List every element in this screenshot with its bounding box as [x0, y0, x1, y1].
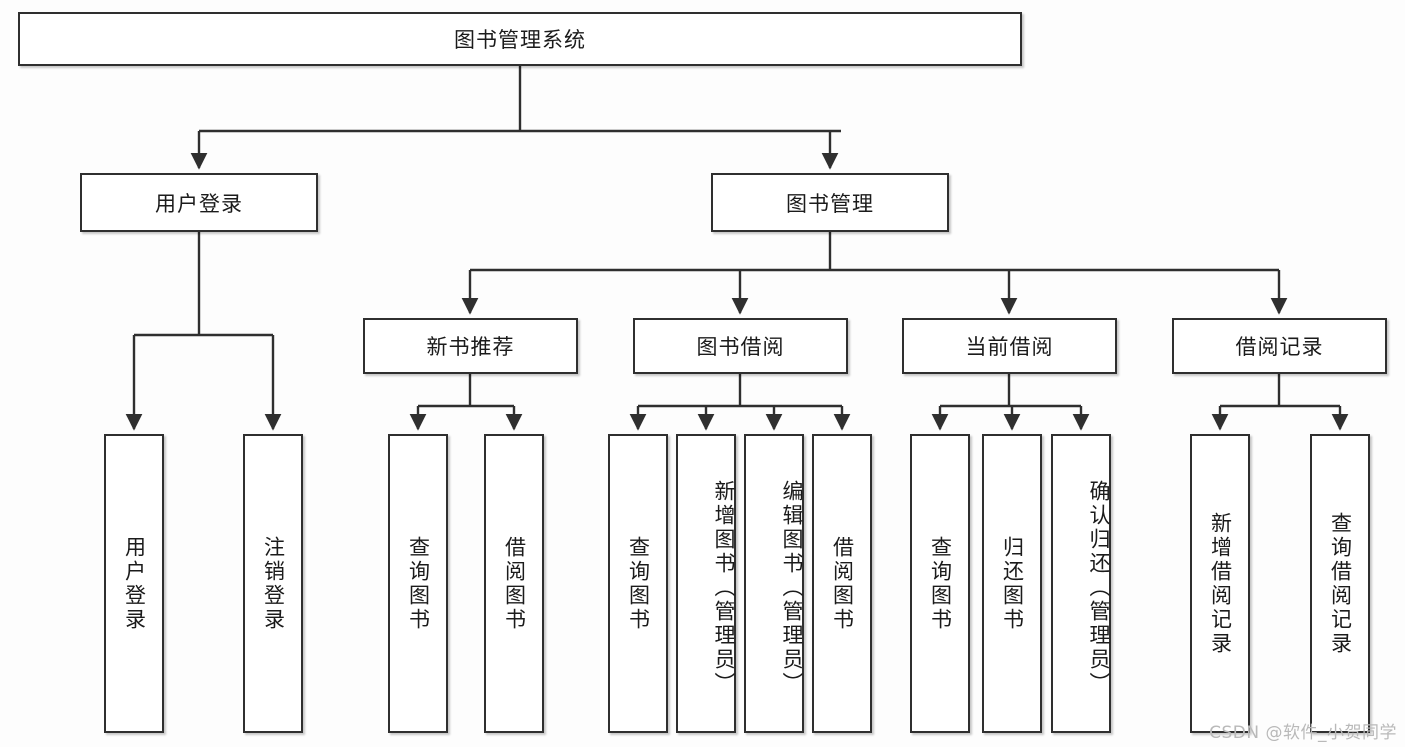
node-current-borrow-label: 当前借阅 — [965, 335, 1054, 359]
node-leaf-query-record-label: 查询借阅记录 — [1328, 511, 1353, 656]
node-leaf-edit-book-label: 编辑图书（管理员） — [780, 479, 804, 696]
node-leaf-borrow-book-1-label: 借阅图书 — [502, 535, 527, 632]
node-leaf-logout[interactable]: 注销登录 — [243, 434, 303, 733]
node-leaf-edit-book[interactable]: 编辑图书（管理员） — [744, 434, 804, 733]
node-leaf-borrow-book-2[interactable]: 借阅图书 — [812, 434, 872, 733]
node-user-login[interactable]: 用户登录 — [80, 173, 318, 232]
node-leaf-borrow-book-2-label: 借阅图书 — [830, 535, 855, 632]
node-leaf-confirm-return[interactable]: 确认归还（管理员） — [1051, 434, 1111, 733]
node-leaf-query-book-2[interactable]: 查询图书 — [608, 434, 668, 733]
node-borrow-record[interactable]: 借阅记录 — [1172, 318, 1387, 374]
node-user-login-label: 用户登录 — [155, 191, 243, 216]
node-leaf-user-login[interactable]: 用户登录 — [104, 434, 164, 733]
node-leaf-query-book-1[interactable]: 查询图书 — [388, 434, 448, 733]
node-leaf-query-book-2-label: 查询图书 — [626, 535, 651, 632]
node-leaf-query-book-3[interactable]: 查询图书 — [910, 434, 970, 733]
node-new-book-rec-label: 新书推荐 — [426, 335, 515, 359]
node-leaf-add-book[interactable]: 新增图书（管理员） — [676, 434, 736, 733]
node-current-borrow[interactable]: 当前借阅 — [902, 318, 1117, 374]
node-book-manage[interactable]: 图书管理 — [711, 173, 949, 232]
node-leaf-borrow-book-1[interactable]: 借阅图书 — [484, 434, 544, 733]
node-borrow-record-label: 借阅记录 — [1235, 335, 1324, 359]
node-root[interactable]: 图书管理系统 — [18, 12, 1022, 66]
node-leaf-confirm-return-label: 确认归还（管理员） — [1087, 479, 1111, 696]
node-leaf-user-login-label: 用户登录 — [122, 535, 147, 632]
node-leaf-query-book-3-label: 查询图书 — [928, 535, 953, 632]
node-leaf-add-book-label: 新增图书（管理员） — [712, 479, 736, 696]
node-leaf-query-record[interactable]: 查询借阅记录 — [1310, 434, 1370, 733]
node-new-book-rec[interactable]: 新书推荐 — [363, 318, 578, 374]
node-book-borrow[interactable]: 图书借阅 — [633, 318, 848, 374]
node-leaf-return-book[interactable]: 归还图书 — [982, 434, 1042, 733]
watermark: CSDN @软件_小贺同学 — [1209, 723, 1397, 743]
node-leaf-add-record[interactable]: 新增借阅记录 — [1190, 434, 1250, 733]
node-leaf-return-book-label: 归还图书 — [1000, 535, 1025, 632]
node-book-borrow-label: 图书借阅 — [696, 335, 785, 359]
node-book-manage-label: 图书管理 — [786, 191, 874, 216]
node-leaf-query-book-1-label: 查询图书 — [406, 535, 431, 632]
node-root-label: 图书管理系统 — [454, 28, 586, 52]
node-leaf-add-record-label: 新增借阅记录 — [1208, 511, 1233, 656]
node-leaf-logout-label: 注销登录 — [261, 535, 286, 632]
